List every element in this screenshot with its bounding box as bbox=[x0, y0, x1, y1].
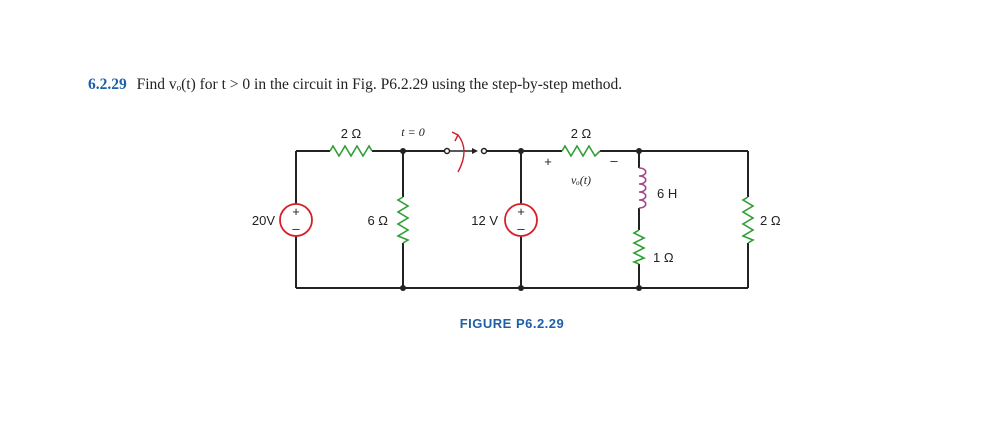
problem-text: Find vₒ(t) for t > 0 in the circuit in F… bbox=[136, 76, 623, 93]
voltage-source-12v: + – 12 V bbox=[471, 203, 538, 237]
figure-caption: FIGURE P6.2.29 bbox=[460, 316, 565, 331]
vo-minus-sign: – bbox=[610, 153, 618, 168]
resistor-1-ohm-label: 1 Ω bbox=[653, 250, 674, 265]
source-left-label: 20V bbox=[252, 213, 275, 228]
source-mid-plus: + bbox=[517, 204, 525, 219]
resistor-far-right-label: 2 Ω bbox=[760, 213, 781, 228]
source-mid-label: 12 V bbox=[471, 213, 498, 228]
problem-statement: 6.2.29 Find vₒ(t) for t > 0 in the circu… bbox=[88, 76, 622, 94]
switch-time-label: t = 0 bbox=[401, 125, 424, 139]
problem-number: 6.2.29 bbox=[88, 76, 127, 93]
resistor-top-right-label: 2 Ω bbox=[571, 126, 592, 141]
source-mid-minus: – bbox=[517, 221, 525, 236]
vo-plus-sign: + bbox=[544, 154, 552, 169]
vo-label: vₒ(t) bbox=[571, 173, 591, 187]
circuit-wires bbox=[295, 150, 749, 289]
inductor-6h: 6 H bbox=[638, 167, 677, 209]
junction-dots bbox=[400, 148, 642, 291]
switch: t = 0 bbox=[401, 125, 488, 173]
resistor-top-right: 2 Ω + – vₒ(t) bbox=[544, 126, 618, 187]
resistor-top-left: 2 Ω bbox=[329, 126, 373, 158]
resistor-top-left-label: 2 Ω bbox=[341, 126, 362, 141]
inductor-label: 6 H bbox=[657, 186, 677, 201]
source-left-plus: + bbox=[292, 204, 300, 219]
voltage-source-20v: + – 20V bbox=[252, 203, 313, 237]
resistor-6-ohm: 6 Ω bbox=[367, 196, 410, 244]
resistor-far-right: 2 Ω bbox=[741, 196, 781, 244]
source-left-minus: – bbox=[292, 221, 300, 236]
resistor-6-ohm-label: 6 Ω bbox=[367, 213, 388, 228]
resistor-1-ohm: 1 Ω bbox=[631, 229, 674, 265]
